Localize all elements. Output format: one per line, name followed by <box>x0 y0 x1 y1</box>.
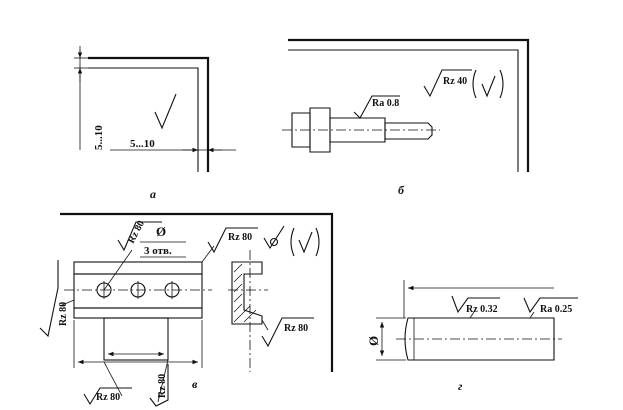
bracket-close <box>315 227 320 257</box>
frame-inner-line <box>288 49 519 172</box>
roughness-text-bottom-vertical: Rz 80 <box>157 374 168 398</box>
roughness-text-shaft: Ra 0.8 <box>372 98 399 109</box>
roughness-text-section: Rz 80 <box>284 323 308 334</box>
roughness-text-top-right: Rz 80 <box>228 232 252 243</box>
roughness-text-general: Rz 40 <box>443 76 467 87</box>
roughness-symbol-general <box>263 225 285 250</box>
roughness-text-left: Rz 80 <box>58 302 69 326</box>
plate-flange-bottom <box>73 307 203 319</box>
dimension-text-horizontal: 5...10 <box>130 138 155 150</box>
roughness-symbol-bottom-left <box>83 387 132 406</box>
roughness-text-right: Ra 0.25 <box>540 304 572 315</box>
plate-flange-top <box>73 261 203 275</box>
shaft-end <box>384 122 433 140</box>
roughness-symbol-general <box>423 69 472 98</box>
leader-hole <box>103 249 133 291</box>
roughness-text-top-left: Rz 80 <box>126 219 147 246</box>
roughness-symbol-right <box>523 297 578 314</box>
roughness-check-icon <box>298 231 313 254</box>
roughness-symbol-left <box>39 260 59 338</box>
roughness-check-icon <box>481 75 496 98</box>
diameter-symbol-holes: Ø <box>156 224 166 239</box>
figure-v: Rz 80 Ø 3 отв. Rz 80 Rz 80 <box>39 212 334 407</box>
frame-line <box>60 212 334 372</box>
pin-body <box>404 317 555 361</box>
figure-label-a: а <box>150 187 156 201</box>
shaft-body <box>329 117 386 143</box>
frame-inner-line <box>88 67 199 172</box>
bracket-close <box>499 69 504 99</box>
roughness-symbol-shaft <box>353 95 400 119</box>
frame-outer-line <box>88 56 210 172</box>
frame-outer-line <box>288 38 530 172</box>
roughness-symbol-section <box>261 317 314 348</box>
figure-label-b: б <box>398 183 405 197</box>
figure-b: Ra 0.8 Rz 40 б <box>282 38 530 197</box>
holes-note: 3 отв. <box>144 245 172 257</box>
roughness-circle-icon <box>269 237 279 247</box>
roughness-symbol-top-right <box>207 227 258 254</box>
section-hatching <box>233 263 257 323</box>
bracket-open <box>472 69 477 99</box>
figure-g: Ø Rz 0.32 Ra 0.25 г <box>366 280 578 393</box>
shaft-collar <box>309 107 331 153</box>
roughness-symbol <box>154 93 177 130</box>
figure-label-v: в <box>192 377 198 391</box>
figure-label-g: г <box>458 379 463 393</box>
roughness-text-bottom-left: Rz 80 <box>96 392 120 403</box>
roughness-text-left: Rz 0.32 <box>466 304 498 315</box>
roughness-symbol-top-left <box>117 221 162 252</box>
bracket-open <box>290 227 295 257</box>
roughness-symbol-bottom-vertical <box>149 364 169 407</box>
figure-a: 5...10 5...10 а <box>74 46 236 201</box>
dimension-text-vertical: 5...10 <box>93 125 105 150</box>
roughness-symbol-left <box>451 295 500 314</box>
section-profile <box>231 261 263 325</box>
diameter-symbol: Ø <box>366 336 381 346</box>
